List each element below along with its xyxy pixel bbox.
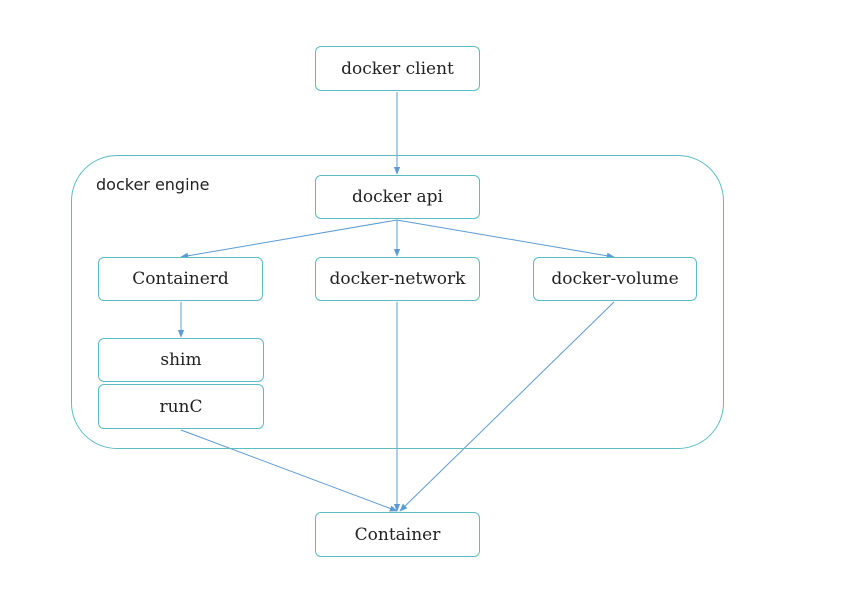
docker-api-node[interactable]: docker api — [315, 175, 480, 219]
docker-engine-label: docker engine — [96, 175, 210, 194]
containerd-node[interactable]: Containerd — [98, 257, 263, 301]
runc-node[interactable]: runC — [98, 384, 264, 429]
shim-node[interactable]: shim — [98, 338, 264, 382]
docker-network-node[interactable]: docker-network — [315, 257, 480, 301]
docker-engine-group — [71, 155, 724, 449]
container-node[interactable]: Container — [315, 512, 480, 557]
docker-volume-node[interactable]: docker-volume — [533, 257, 697, 301]
docker-client-node[interactable]: docker client — [315, 46, 480, 91]
